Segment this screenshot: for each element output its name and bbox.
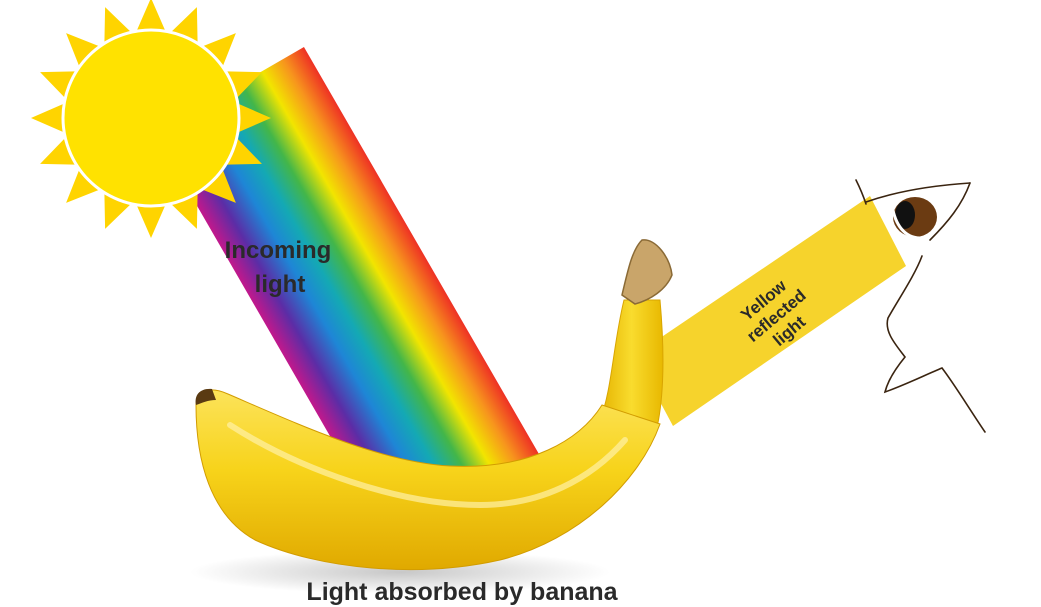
incoming-light-label-line2: light <box>255 271 306 298</box>
banana-stem <box>621 239 673 305</box>
incoming-light-beam <box>154 47 554 567</box>
eye-upper-lid <box>865 182 971 203</box>
eye-iris <box>890 197 937 240</box>
absorbed-light-label: Light absorbed by banana <box>306 578 618 606</box>
banana-body <box>195 389 661 570</box>
banana-ground-shadow <box>190 550 610 594</box>
incoming-light-label-line1: Incoming <box>225 237 332 264</box>
eye-lower-lid <box>929 182 971 241</box>
eye-icon <box>855 179 986 433</box>
face-profile <box>883 255 986 433</box>
reflected-light-beam <box>635 196 906 426</box>
banana <box>190 239 673 594</box>
banana-tip <box>195 388 216 405</box>
sun-disc <box>61 28 241 208</box>
banana-highlight <box>227 422 628 509</box>
reflected-beam-band <box>635 196 906 426</box>
rainbow-spectrum-band <box>154 47 554 567</box>
sun-icon <box>31 0 271 238</box>
eye-brow <box>855 179 867 205</box>
